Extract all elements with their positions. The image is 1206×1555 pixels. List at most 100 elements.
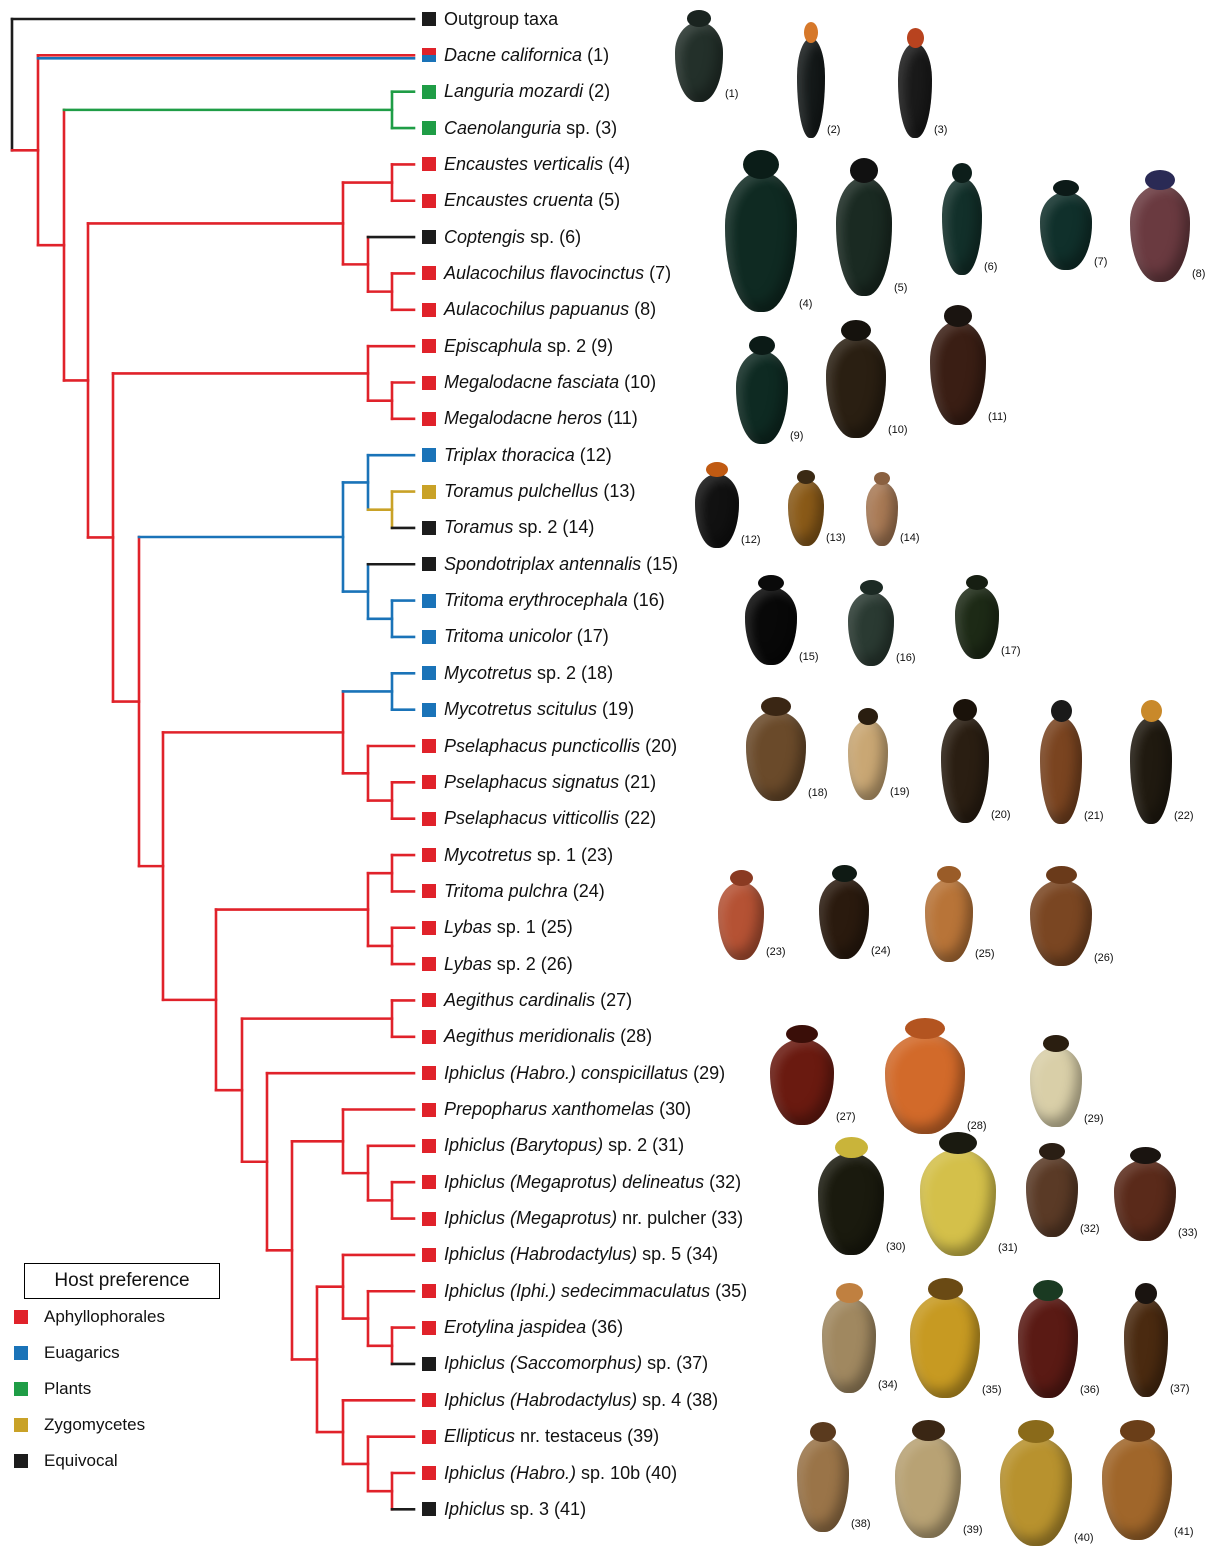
taxon-name-italic: Tritoma unicolor xyxy=(444,626,572,646)
beetle-photo: (7) xyxy=(1040,180,1092,270)
photo-number-label: (16) xyxy=(896,652,916,664)
host-square xyxy=(422,448,436,462)
beetle-body xyxy=(930,321,986,425)
beetle-body xyxy=(1130,717,1172,824)
host-square xyxy=(422,921,436,935)
taxon-row: Iphiclus (Habro.) conspicillatus (29) xyxy=(422,1058,725,1088)
photo-number-label: (35) xyxy=(982,1384,1002,1396)
photo-number-label: (34) xyxy=(878,1379,898,1391)
beetle-photo: (33) xyxy=(1114,1147,1176,1241)
taxon-name-italic: Erotylina jaspidea xyxy=(444,1317,586,1337)
taxon-name-suffix: sp. 5 (34) xyxy=(637,1244,718,1264)
taxon-row: Toramus sp. 2 (14) xyxy=(422,513,594,543)
beetle-body xyxy=(1102,1436,1172,1540)
taxon-name-suffix: (8) xyxy=(629,299,656,319)
taxon-label: Mycotretus scitulus (19) xyxy=(444,699,634,720)
legend-item: Euagarics xyxy=(14,1335,220,1371)
taxon-name-suffix: sp. (37) xyxy=(642,1353,708,1373)
host-square xyxy=(422,1393,436,1407)
host-square xyxy=(422,1430,436,1444)
taxon-name-suffix: (20) xyxy=(640,736,677,756)
taxon-row: Aegithus cardinalis (27) xyxy=(422,985,632,1015)
taxon-name-italic: Iphiclus (Habrodactylus) xyxy=(444,1244,637,1264)
taxon-label: Aegithus cardinalis (27) xyxy=(444,990,632,1011)
taxon-name-italic: Pselaphacus puncticollis xyxy=(444,736,640,756)
taxon-label: Encaustes cruenta (5) xyxy=(444,190,620,211)
taxon-name-suffix: sp. 2 (18) xyxy=(532,663,613,683)
beetle-photo: (6) xyxy=(942,163,982,275)
taxon-row: Tritoma pulchra (24) xyxy=(422,876,605,906)
beetle-body xyxy=(1124,1298,1168,1397)
host-square xyxy=(422,339,436,353)
taxon-row: Ellipticus nr. testaceus (39) xyxy=(422,1422,659,1452)
photo-number-label: (33) xyxy=(1178,1227,1198,1239)
legend-label: Equivocal xyxy=(44,1451,118,1471)
taxon-name-italic: Ellipticus xyxy=(444,1426,515,1446)
photo-number-label: (1) xyxy=(725,88,738,100)
taxon-row: Lybas sp. 2 (26) xyxy=(422,949,573,979)
beetle-photo: (25) xyxy=(925,866,973,962)
host-square xyxy=(422,993,436,1007)
host-square xyxy=(422,12,436,26)
photo-number-label: (18) xyxy=(808,787,828,799)
host-square xyxy=(422,1175,436,1189)
taxon-label: Pselaphacus vitticollis (22) xyxy=(444,808,656,829)
beetle-photo: (3) xyxy=(898,28,932,138)
taxon-label: Episcaphula sp. 2 (9) xyxy=(444,336,613,357)
taxon-row: Aulacochilus papuanus (8) xyxy=(422,295,656,325)
host-square xyxy=(422,230,436,244)
beetle-body xyxy=(920,1149,996,1256)
taxon-row: Aegithus meridionalis (28) xyxy=(422,1022,652,1052)
taxon-name-italic: Lybas xyxy=(444,917,492,937)
taxon-label: Erotylina jaspidea (36) xyxy=(444,1317,623,1338)
photo-number-label: (30) xyxy=(886,1241,906,1253)
legend-label: Euagarics xyxy=(44,1343,120,1363)
photo-number-label: (6) xyxy=(984,261,997,273)
photo-number-label: (28) xyxy=(967,1120,987,1132)
taxon-name-italic: Mycotretus scitulus xyxy=(444,699,597,719)
beetle-photo: (14) xyxy=(866,472,898,546)
taxon-label: Mycotretus sp. 1 (23) xyxy=(444,845,613,866)
beetle-head xyxy=(832,865,857,882)
taxon-name-italic: Spondotriplax antennalis xyxy=(444,554,641,574)
beetle-body xyxy=(885,1034,965,1134)
taxon-row: Encaustes verticalis (4) xyxy=(422,149,630,179)
taxon-row: Iphiclus (Megaprotus) delineatus (32) xyxy=(422,1167,741,1197)
host-square xyxy=(422,1139,436,1153)
beetle-head xyxy=(912,1420,945,1441)
taxon-name-italic: Coptengis xyxy=(444,227,525,247)
taxon-name-suffix: (2) xyxy=(583,81,610,101)
taxon-name-suffix: nr. testaceus (39) xyxy=(515,1426,659,1446)
beetle-head xyxy=(858,708,878,725)
taxon-name-italic: Iphiclus (Megaprotus) xyxy=(444,1208,617,1228)
beetle-body xyxy=(745,587,797,665)
beetle-head xyxy=(1141,700,1162,722)
beetle-body xyxy=(848,592,894,666)
taxon-row: Erotylina jaspidea (36) xyxy=(422,1313,623,1343)
beetle-head xyxy=(786,1025,818,1043)
taxon-name-italic: Iphiclus xyxy=(444,1499,505,1519)
beetle-body xyxy=(675,22,723,102)
taxon-name-italic: Prepopharus xanthomelas xyxy=(444,1099,654,1119)
taxon-name-suffix: (10) xyxy=(619,372,656,392)
beetle-body xyxy=(1040,717,1082,824)
beetle-head xyxy=(907,28,924,48)
beetle-photo: (24) xyxy=(819,865,869,959)
beetle-head xyxy=(928,1278,963,1300)
beetle-photo: (15) xyxy=(745,575,797,665)
beetle-photo: (2) xyxy=(797,22,825,138)
beetle-body xyxy=(1026,1156,1078,1237)
beetle-body xyxy=(788,480,824,546)
photo-number-label: (31) xyxy=(998,1242,1018,1254)
taxon-name-italic: Aegithus meridionalis xyxy=(444,1026,615,1046)
host-square xyxy=(422,266,436,280)
taxon-name-suffix: (35) xyxy=(710,1281,747,1301)
beetle-head xyxy=(1130,1147,1161,1164)
taxon-row: Pselaphacus signatus (21) xyxy=(422,767,656,797)
beetle-photo: (20) xyxy=(941,699,989,823)
taxon-row: Prepopharus xanthomelas (30) xyxy=(422,1095,691,1125)
beetle-head xyxy=(1039,1143,1065,1160)
taxon-label: Lybas sp. 2 (26) xyxy=(444,954,573,975)
taxon-name-italic: Dacne californica xyxy=(444,45,582,65)
beetle-photo: (1) xyxy=(675,10,723,102)
